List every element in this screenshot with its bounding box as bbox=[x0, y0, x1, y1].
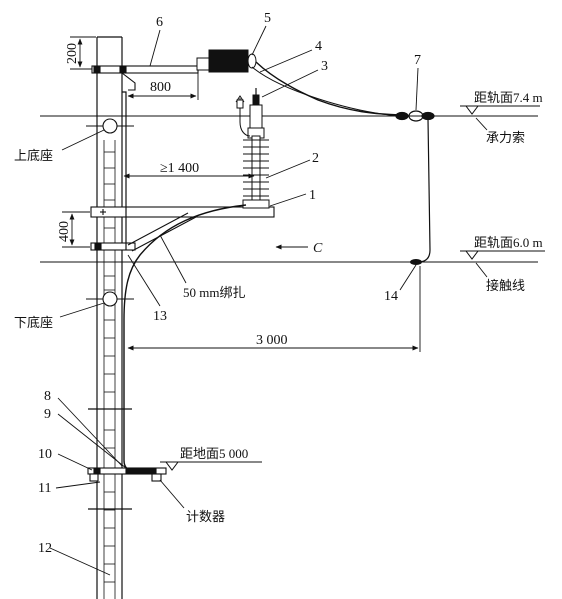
callout-14: 14 bbox=[384, 289, 398, 304]
lower-bracket-arm bbox=[90, 206, 275, 252]
level-markers bbox=[160, 105, 545, 471]
callout-7: 7 bbox=[414, 53, 421, 68]
surge-arrester bbox=[235, 94, 270, 209]
dimension-lines bbox=[62, 36, 421, 352]
callout-11: 11 bbox=[38, 481, 51, 496]
level-60-label: 距轨面6.0 m bbox=[474, 235, 543, 250]
callout-13: 13 bbox=[153, 309, 167, 324]
callout-numbers: 1 2 3 4 5 6 7 8 9 10 11 12 13 14 bbox=[38, 11, 421, 556]
top-bracket-arm bbox=[91, 65, 199, 91]
dim-400: 400 bbox=[57, 221, 72, 242]
dim-200: 200 bbox=[65, 43, 80, 64]
lower-base bbox=[86, 291, 134, 307]
messenger-wire bbox=[251, 61, 401, 117]
counter-label: 计数器 bbox=[186, 509, 225, 524]
callout-10: 10 bbox=[38, 447, 52, 462]
dimension-labels: 200 800 ≥1 400 400 3 000 C bbox=[57, 43, 323, 348]
callout-6: 6 bbox=[156, 15, 163, 30]
callout-8: 8 bbox=[44, 389, 51, 404]
callout-5: 5 bbox=[264, 11, 271, 26]
direction-c: C bbox=[313, 241, 323, 256]
upper-base-label: 上底座 bbox=[14, 148, 53, 163]
suspension-insulator bbox=[196, 49, 257, 73]
binding-label: 50 mm绑扎 bbox=[183, 285, 245, 300]
upper-base bbox=[86, 118, 134, 134]
callout-4: 4 bbox=[315, 39, 322, 54]
dim-3000: 3 000 bbox=[256, 333, 288, 348]
callout-12: 12 bbox=[38, 541, 52, 556]
callout-2: 2 bbox=[312, 151, 319, 166]
level-74-label: 距轨面7.4 m bbox=[474, 90, 543, 105]
ground-lead bbox=[123, 204, 247, 471]
callout-9: 9 bbox=[44, 407, 51, 422]
lower-base-label: 下底座 bbox=[14, 315, 53, 330]
dropper-wire bbox=[417, 118, 431, 263]
dim-800: 800 bbox=[150, 80, 171, 95]
annotations: 上底座 下底座 承力索 接触线 50 mm绑扎 计数器 距轨面7.4 m 距轨面… bbox=[14, 90, 543, 524]
counter-bracket bbox=[87, 467, 167, 482]
contact-wire-label: 接触线 bbox=[486, 278, 525, 293]
callout-1: 1 bbox=[309, 188, 316, 203]
leader-lines bbox=[49, 25, 488, 576]
callout-3: 3 bbox=[321, 59, 328, 74]
dim-1400: ≥1 400 bbox=[160, 161, 199, 176]
contact-clamp bbox=[410, 259, 422, 265]
messenger-label: 承力索 bbox=[486, 130, 525, 145]
ground-5000-label: 距地面5 000 bbox=[180, 446, 248, 461]
